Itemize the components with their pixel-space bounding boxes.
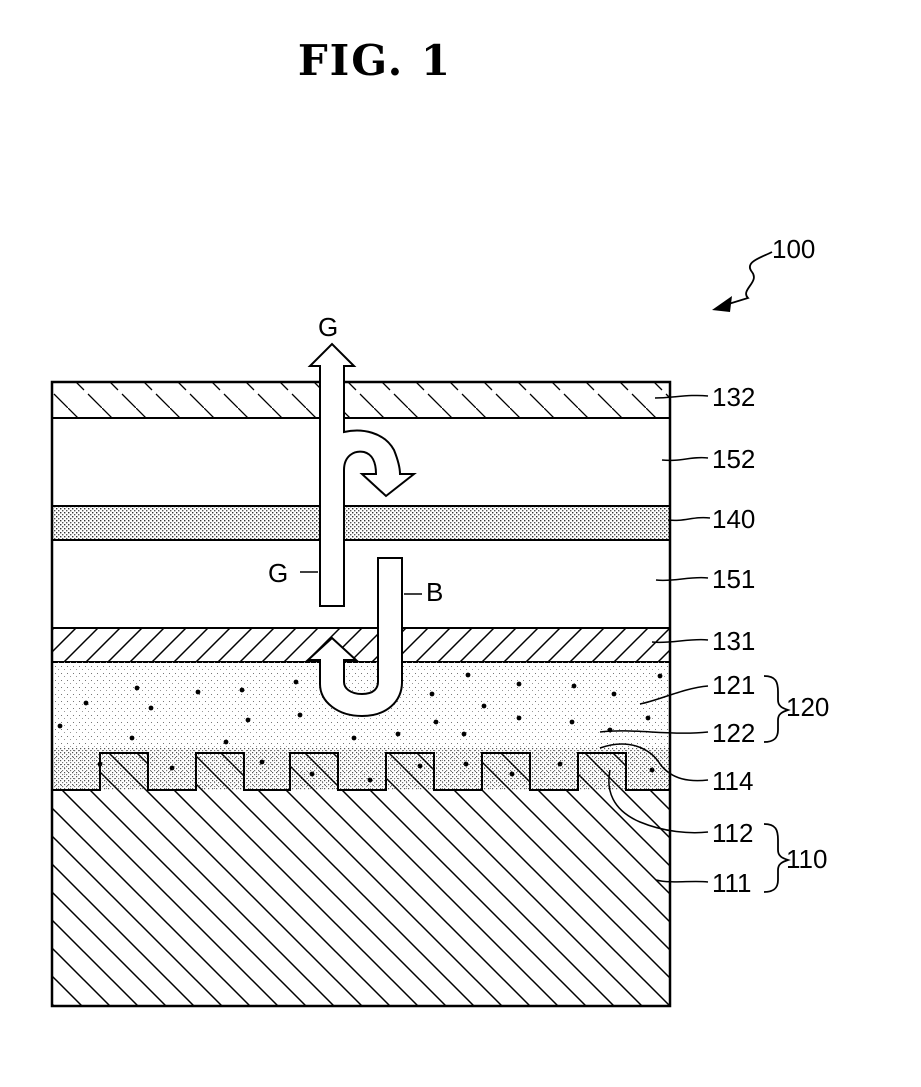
layer-label-131: 131 <box>712 626 755 656</box>
brace-120 <box>764 676 788 742</box>
arrow-label-g-out: G <box>318 312 338 342</box>
layer-label-112: 112 <box>712 818 753 848</box>
layer-label-121: 121 <box>712 670 755 700</box>
device-ref-label: 100 <box>772 234 815 264</box>
layer-132 <box>52 382 670 418</box>
layer-label-151: 151 <box>712 564 755 594</box>
group-label-120: 120 <box>786 692 829 722</box>
layer-label-152: 152 <box>712 444 755 474</box>
layer-label-122: 122 <box>712 718 755 748</box>
arrow-label-g-in: G <box>268 558 288 588</box>
layer-label-111: 111 <box>712 868 752 898</box>
layer-label-114: 114 <box>712 766 753 796</box>
brace-110 <box>764 824 788 892</box>
layer-label-132: 132 <box>712 382 755 412</box>
layer-151 <box>52 540 670 628</box>
layer-label-140: 140 <box>712 504 755 534</box>
substrate-111 <box>52 753 670 1006</box>
group-label-110: 110 <box>786 844 827 874</box>
arrow-label-b: B <box>426 577 443 607</box>
layer-131 <box>52 628 670 662</box>
device-ref-arrowhead <box>712 296 732 312</box>
layer-140 <box>52 506 670 540</box>
